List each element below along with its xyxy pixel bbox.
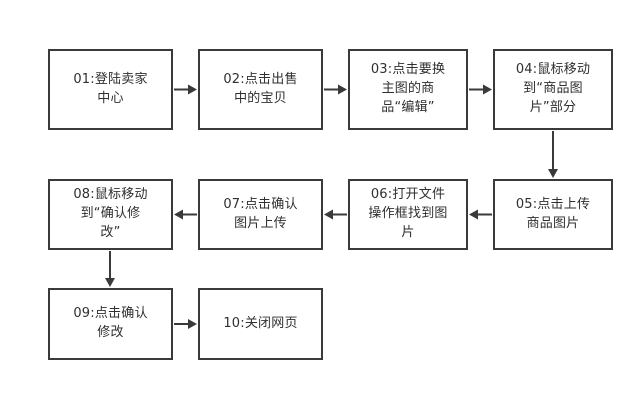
flow-arrow-n08-to-n09 (105, 251, 115, 287)
flow-node-03-label: 03:点击要换 主图的商 品“编辑” (370, 62, 446, 115)
flow-arrow-n05-to-n06 (469, 209, 492, 220)
flow-node-01[interactable]: 01:登陆卖家 中心 (48, 49, 173, 130)
flow-node-01-label: 01:登陆卖家 中心 (73, 71, 148, 106)
arrow-head-icon (338, 84, 347, 95)
flow-node-06-label: 06:打开文件 操作框找到图 片 (368, 187, 448, 240)
flow-node-05-label: 05:点击上传 商品图片 (515, 196, 591, 231)
flow-node-05[interactable]: 05:点击上传 商品图片 (493, 179, 613, 250)
flow-node-07-label: 07:点击确认 图片上传 (223, 196, 298, 231)
flow-node-04-label: 04:鼠标移动 到“商品图 片”部分 (515, 62, 591, 115)
flow-arrow-n09-to-n10 (174, 319, 197, 329)
flow-node-02[interactable]: 02:点击出售 中的宝贝 (198, 49, 323, 130)
flow-arrow-n04-to-n05 (548, 131, 558, 178)
flow-node-09[interactable]: 09:点击确认 修改 (48, 288, 173, 360)
flow-node-08-label: 08:鼠标移动 到“确认修 改” (73, 187, 148, 240)
arrow-head-icon (105, 278, 115, 287)
flow-arrow-n07-to-n08 (174, 209, 197, 220)
flow-node-06[interactable]: 06:打开文件 操作框找到图 片 (348, 179, 468, 250)
arrow-head-icon (188, 319, 197, 329)
flow-node-10[interactable]: 10:关闭网页 (198, 288, 323, 360)
flow-node-02-label: 02:点击出售 中的宝贝 (223, 71, 298, 106)
flow-node-10-label: 10:关闭网页 (223, 315, 298, 331)
flow-node-04[interactable]: 04:鼠标移动 到“商品图 片”部分 (493, 49, 613, 130)
flow-node-08[interactable]: 08:鼠标移动 到“确认修 改” (48, 179, 173, 250)
flow-node-03[interactable]: 03:点击要换 主图的商 品“编辑” (348, 49, 468, 130)
arrow-head-icon (548, 169, 558, 178)
flow-arrow-n03-to-n04 (469, 84, 492, 95)
flow-node-09-label: 09:点击确认 修改 (73, 306, 148, 340)
flow-arrow-n01-to-n02 (174, 84, 197, 95)
arrow-head-icon (174, 209, 183, 220)
arrow-head-icon (483, 84, 492, 95)
flow-arrow-n02-to-n03 (324, 84, 347, 95)
arrow-head-icon (324, 209, 333, 220)
flow-arrow-n06-to-n07 (324, 209, 347, 220)
arrow-head-icon (188, 84, 197, 95)
flow-node-07[interactable]: 07:点击确认 图片上传 (198, 179, 323, 250)
arrow-head-icon (469, 209, 478, 220)
